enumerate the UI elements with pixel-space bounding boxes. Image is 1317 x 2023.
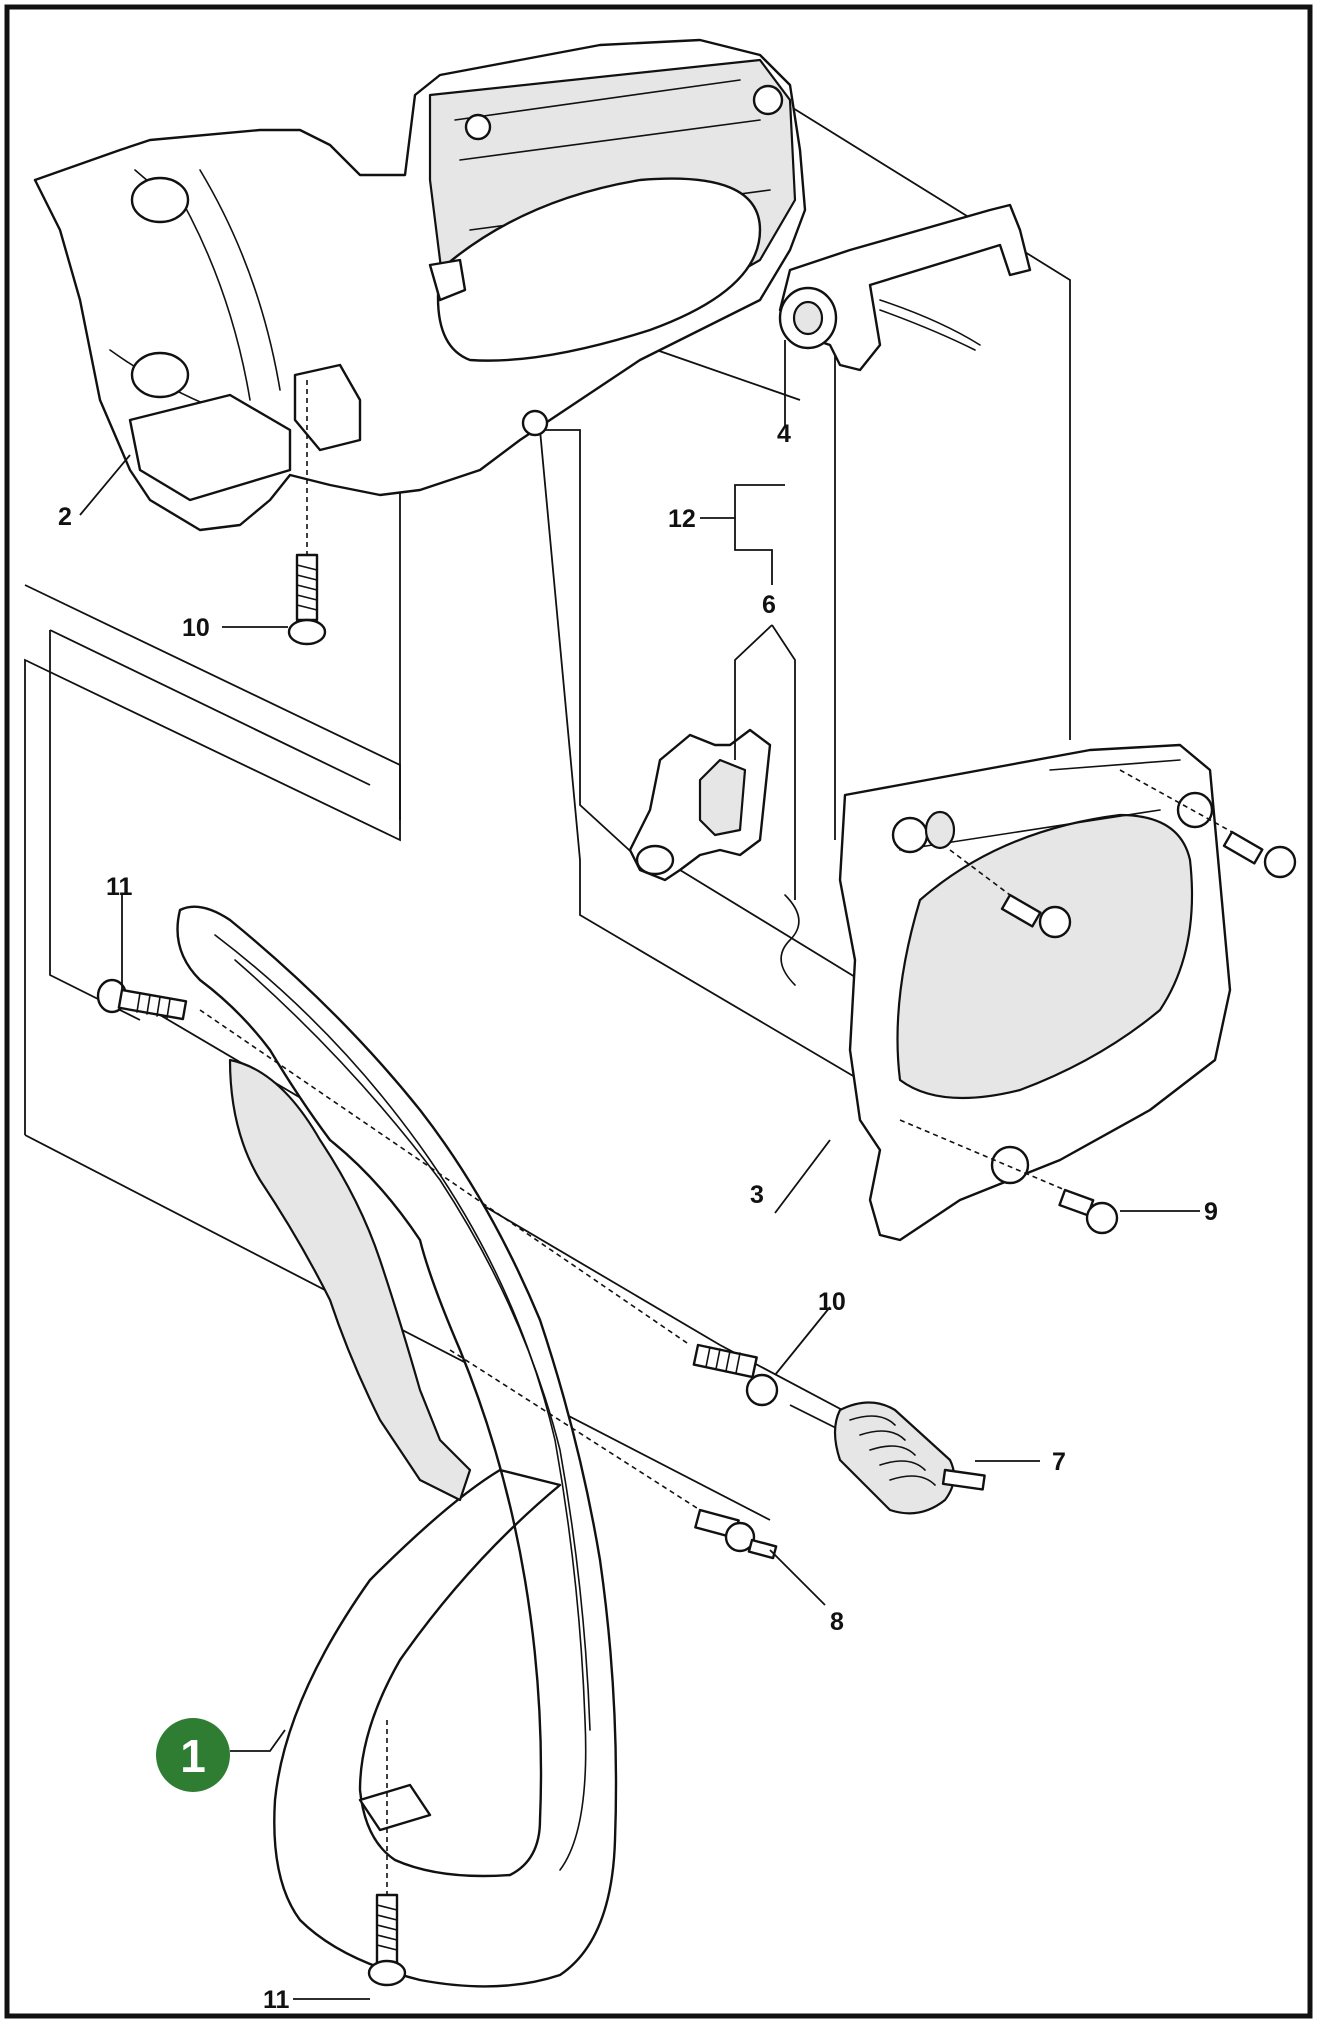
callout-3: 3 [750, 1181, 764, 1209]
screw-cover-top-right [1222, 830, 1297, 879]
screw-11-top [96, 978, 188, 1021]
diagram-frame [4, 4, 1313, 2019]
screw-cover-middle [1000, 893, 1072, 939]
screw-9 [1058, 1188, 1119, 1235]
bolt-8 [694, 1508, 778, 1560]
screw-10-top [287, 553, 327, 646]
fasteners [96, 553, 1297, 1987]
part-top-housing [33, 38, 807, 532]
callout-9: 9 [1204, 1198, 1218, 1226]
callout-10-middle: 10 [818, 1288, 846, 1316]
callout-11-bottom: 11 [263, 1986, 290, 2014]
part-front-cover [838, 743, 1232, 1242]
callout-7: 7 [1052, 1448, 1066, 1476]
callout-1-badge: 1 [156, 1718, 230, 1792]
callout-11-top: 11 [106, 873, 133, 901]
callout-6: 6 [762, 591, 776, 619]
callout-4: 4 [777, 420, 791, 448]
center-lines [199, 380, 1233, 1895]
part-lever [778, 203, 1032, 372]
part-bracket [628, 728, 800, 986]
callout-labels: 2 10 4 12 6 11 3 10 7 8 9 11 [58, 420, 1218, 2014]
spring-7 [833, 1401, 986, 1515]
callout-2: 2 [58, 503, 72, 531]
callout-1: 1 [180, 1730, 206, 1782]
screw-10-middle [692, 1343, 779, 1407]
callout-8: 8 [830, 1608, 844, 1636]
callout-leaders [79, 340, 1200, 2000]
part-front-handle [176, 905, 618, 1988]
assembly-guide-lines [24, 99, 1071, 1521]
screw-11-bottom [367, 1893, 407, 1987]
badge-circle [156, 1718, 230, 1792]
callout-12: 12 [668, 505, 696, 533]
callout-10-top: 10 [182, 614, 210, 642]
